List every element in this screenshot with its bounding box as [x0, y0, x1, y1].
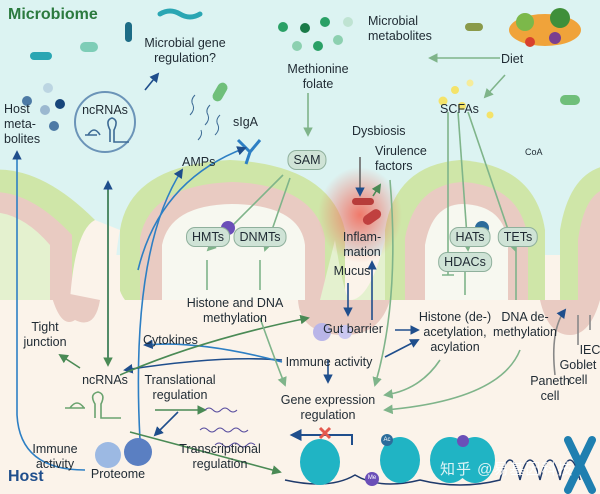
pathway-arrows — [12, 53, 591, 475]
amps-squiggles — [189, 94, 221, 141]
dysbiosis-label: Dysbiosis — [352, 124, 406, 138]
methyl-mark-label: Me — [367, 475, 377, 481]
immune-cells — [313, 323, 352, 341]
mrna-squiggles — [199, 407, 256, 448]
chromosome-icon — [564, 436, 596, 494]
watermark: 知乎 @易基因科技 — [440, 461, 574, 478]
proteome-icons — [95, 438, 152, 468]
metabolite-dots — [22, 17, 494, 131]
microbiome-title: Microbiome — [8, 6, 98, 23]
host-title: Host — [8, 468, 44, 485]
rna-hairpin-bottom-icon — [65, 391, 121, 419]
hats-node: HATs — [449, 227, 491, 247]
dnmts-node: DNMTs — [233, 227, 287, 247]
histone-acetylation-label: Histone (de-)acetylation,acylation — [418, 310, 492, 354]
ncrnas-microbiome-label: ncRNAs — [82, 103, 128, 117]
rna-hairpin-icon — [85, 117, 129, 143]
inflammation-label: Inflam-mation — [342, 230, 382, 259]
amps-label: AMPs — [182, 155, 216, 169]
dna-demethylation-label: DNA de-methylation — [493, 310, 557, 339]
immune-activity-center-label: Immune activity — [285, 355, 373, 369]
hdacs-node: HDACs — [438, 252, 492, 272]
diet-label: Diet — [501, 52, 524, 66]
ncrnas-host-label: ncRNAs — [82, 373, 128, 387]
coa-label: CoA — [525, 147, 543, 157]
siga-antibody-icon — [236, 138, 262, 165]
proteome-label: Proteome — [90, 467, 146, 481]
scfas-label: SCFAs — [440, 102, 479, 116]
acetyl-mark-label: Ac — [383, 437, 391, 443]
hmts-node: HMTs — [186, 227, 230, 247]
mucus-label: Mucus — [333, 264, 371, 278]
nucleosomes — [300, 437, 495, 485]
diet-food-illustration — [509, 8, 581, 47]
microbes — [30, 8, 580, 225]
siga-label: sIgA — [233, 115, 259, 129]
ncrnas-circle — [74, 91, 136, 153]
cytokines-label: Cytokines — [143, 333, 198, 347]
sam-node: SAM — [287, 150, 327, 170]
tets-node: TETs — [497, 227, 539, 247]
iec-label: IEC — [579, 343, 600, 357]
blocked-transcription-x-icon — [318, 426, 332, 440]
dna-strand — [284, 459, 581, 486]
gut-barrier-label: Gut barrier — [323, 322, 383, 336]
